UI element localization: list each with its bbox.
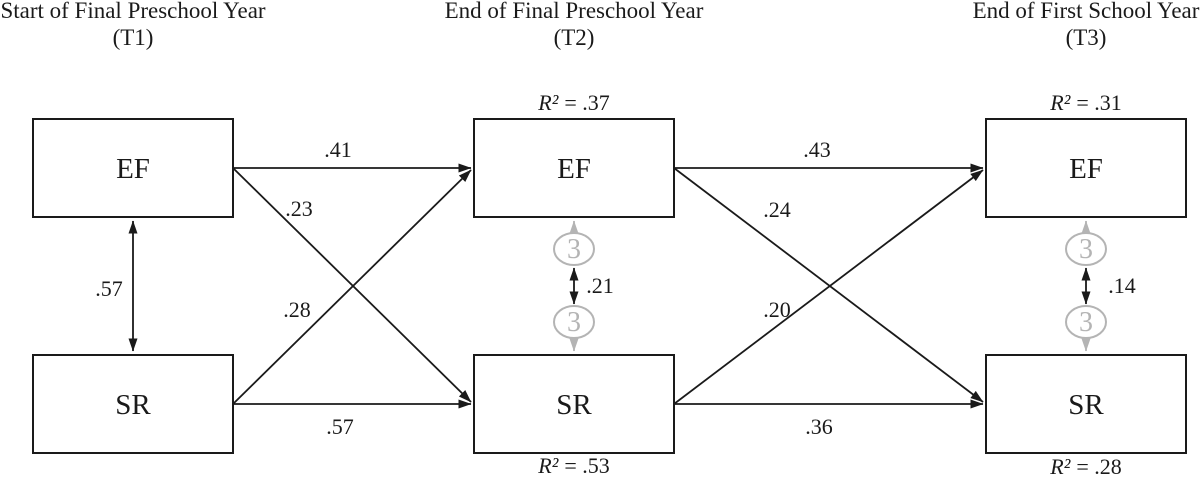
coef-t1sr-t2sr: .57 [326,414,354,439]
header-t2-line1: End of Final Preschool Year [445,0,704,23]
residual-circle-t2-ef-label: 3 [567,234,581,265]
box-t2-ef-label: EF [557,153,591,185]
r2-label-t3-sr: R²= .28 [1049,454,1121,479]
coef-t1sr-t2ef: .28 [283,297,311,322]
column-header-t2: End of Final Preschool Year (T2) [445,0,704,50]
coef-t2sr-t3ef: .20 [763,297,791,322]
box-t3-ef [985,118,1187,218]
box-t1-ef-label: EF [116,153,150,185]
header-t3-line1: End of First School Year [973,0,1200,23]
box-t1-sr-label: SR [115,389,151,421]
r2-value: = .53 [564,453,609,478]
residual-circle-t3-ef-label: 3 [1079,234,1093,265]
r2-symbol: R² [1049,454,1070,479]
r2-label-t2-sr: R²= .53 [537,453,609,478]
header-t2-line2: (T2) [554,25,595,50]
residual-circle-t3-sr-label: 3 [1079,307,1093,338]
residual-circle-t3-ef [1065,232,1107,266]
coef-t2sr-t3sr: .36 [805,414,833,439]
coef-t1ef-t2ef: .41 [324,137,352,162]
column-header-t3: End of First School Year (T3) [973,0,1200,50]
header-t1-line1: Start of Final Preschool Year [0,0,265,23]
r2-label-t2-ef: R²= .37 [537,90,609,115]
path-arrow-t1ef-t2sr [232,167,472,403]
header-t1-line2: (T1) [113,25,154,50]
r2-label-t3-ef: R²= .31 [1049,90,1121,115]
r2-value: = .37 [564,90,609,115]
header-t3-line2: (T3) [1066,25,1107,50]
residual-circle-t2-sr [553,305,595,339]
box-t2-sr [473,354,675,454]
path-arrow-t1sr-t2ef [232,169,472,405]
box-t1-ef [32,118,234,218]
box-t3-ef-label: EF [1069,153,1103,185]
residual-circle-t3-sr [1065,305,1107,339]
r2-value: = .31 [1076,90,1121,115]
path-arrow-t2ef-t3sr [673,167,984,403]
residual-circle-t2-sr-label: 3 [567,307,581,338]
box-t3-sr [985,354,1187,454]
path-arrow-t2sr-t3ef [673,169,984,405]
box-t2-ef [473,118,675,218]
r2-value: = .28 [1076,454,1121,479]
covariance-label-t3: .14 [1108,273,1136,298]
residual-circle-t2-ef [553,232,595,266]
column-header-t1: Start of Final Preschool Year (T1) [0,0,265,50]
box-t3-sr-label: SR [1068,389,1104,421]
r2-symbol: R² [537,90,558,115]
covariance-label-t1: .57 [95,276,123,301]
r2-symbol: R² [1049,90,1070,115]
coef-t2ef-t3ef: .43 [803,137,831,162]
box-t1-sr [32,354,234,454]
covariance-label-t2: .21 [586,273,614,298]
r2-symbol: R² [537,453,558,478]
coef-t2ef-t3sr: .24 [763,197,791,222]
coef-t1ef-t2sr: .23 [285,196,313,221]
box-t2-sr-label: SR [556,389,592,421]
